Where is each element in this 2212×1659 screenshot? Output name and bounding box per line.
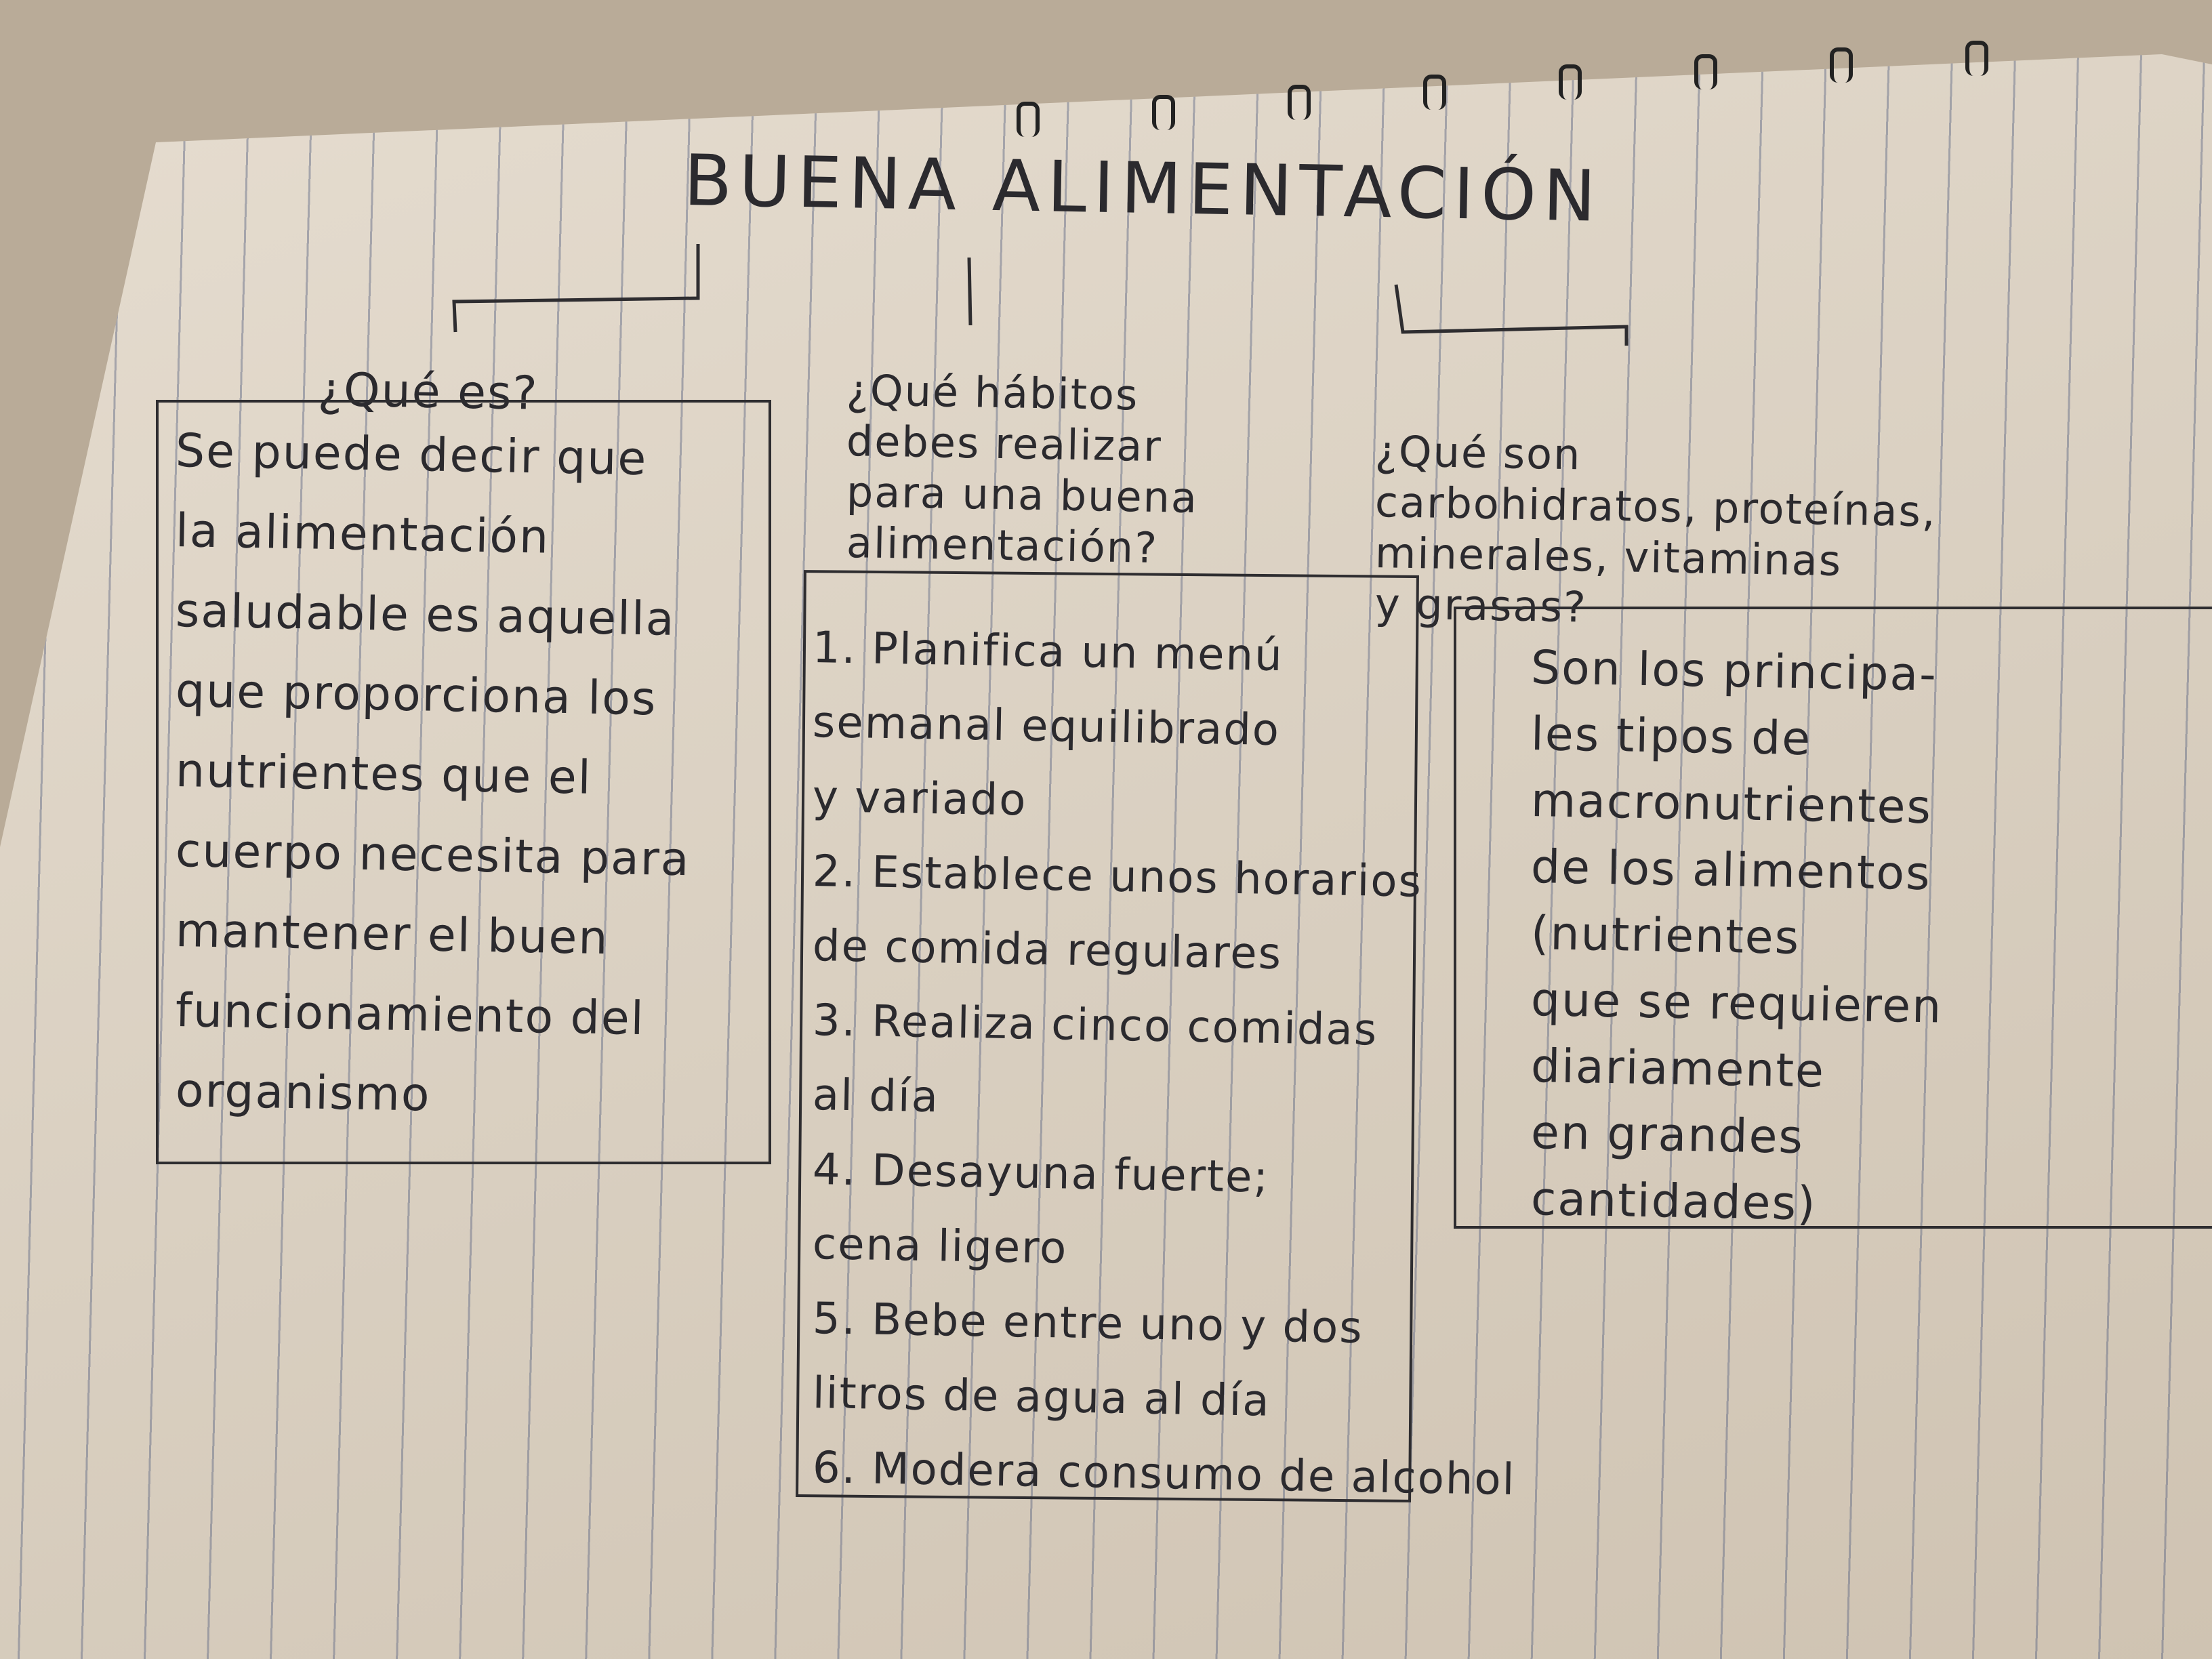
text-line: Se puede decir que <box>175 424 648 487</box>
text-line: 1. Planifica un menú <box>812 622 1284 682</box>
text-line: 3. Realiza cinco comidas <box>812 995 1378 1056</box>
page-title: BUENA ALIMENTACIÓN <box>682 139 1603 238</box>
text-line: 6. Modera consumo de alcohol <box>812 1442 1517 1506</box>
text-line: organismo <box>175 1063 432 1122</box>
right-box <box>1454 607 2212 1229</box>
text-line: la alimentación <box>175 504 550 565</box>
text-line: funcionamiento del <box>175 983 646 1046</box>
text-line: mantener el buen <box>175 903 610 966</box>
text-line: saludable es aquella <box>175 583 676 647</box>
text-line: 5. Bebe entre uno y dos <box>812 1293 1364 1354</box>
text-line: semanal equilibrado <box>812 697 1281 756</box>
text-line: que proporciona los <box>175 663 657 726</box>
text-line: al día <box>812 1069 940 1123</box>
left-box <box>156 400 771 1164</box>
text-line: 2. Establece unos horarios <box>812 846 1423 907</box>
text-line: cuerpo necesita para <box>175 823 691 887</box>
text-line: litros de agua al día <box>812 1368 1271 1427</box>
text-line: cena ligero <box>812 1218 1068 1274</box>
text-line: y variado <box>812 771 1028 826</box>
text-line: de comida regulares <box>812 920 1283 980</box>
text-line: nutrientes que el <box>175 743 593 805</box>
text-line: cantidades) <box>1530 1172 1818 1231</box>
text-line: 4. Desayuna fuerte; <box>812 1144 1270 1203</box>
